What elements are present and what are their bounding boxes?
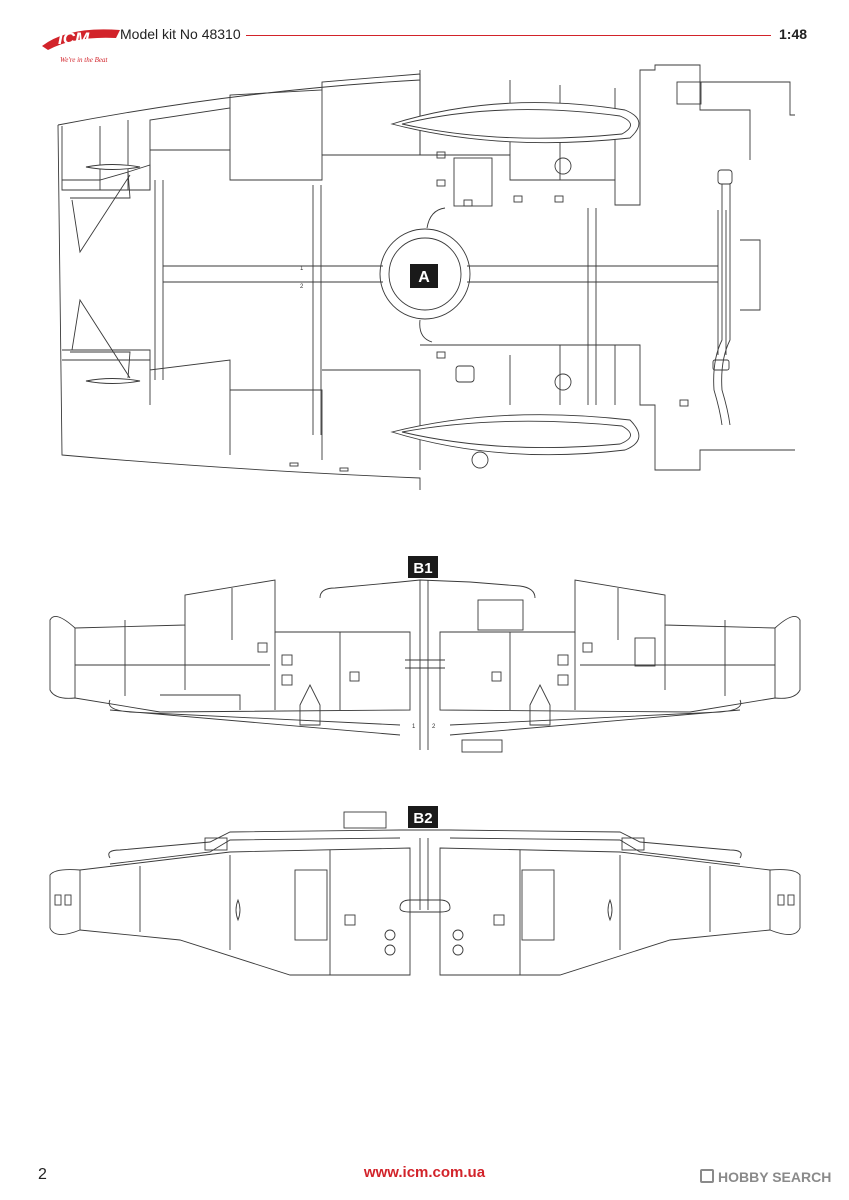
icm-logo: ICM We're in the Beat (42, 29, 120, 64)
sprue-label-b1: B1 (413, 560, 432, 577)
sprue-label-a: A (418, 269, 430, 286)
svg-text:ICM: ICM (58, 29, 90, 48)
sprue-b1-drawing: B1 1 2 (49, 556, 801, 753)
watermark-text: HOBBY SEARCH (718, 1169, 832, 1185)
svg-text:2: 2 (432, 724, 436, 730)
svg-text:2: 2 (300, 284, 304, 290)
sprue-a-drawing: A 1 2 (57, 64, 795, 490)
watermark: HOBBY SEARCH (700, 1169, 831, 1185)
svg-text:We're in the Beat: We're in the Beat (60, 56, 108, 64)
page-number: 2 (38, 1166, 47, 1183)
scale-label: 1:48 (779, 26, 808, 42)
svg-text:1: 1 (300, 266, 304, 272)
header-rule (246, 35, 771, 36)
kit-title: Model kit No 48310 (120, 26, 241, 42)
sprue-b2-drawing: B2 (49, 806, 801, 976)
website-link[interactable]: www.icm.com.ua (363, 1164, 486, 1181)
svg-text:1: 1 (412, 724, 416, 730)
sprue-label-b2: B2 (413, 810, 432, 827)
hobby-search-icon (700, 1169, 714, 1183)
